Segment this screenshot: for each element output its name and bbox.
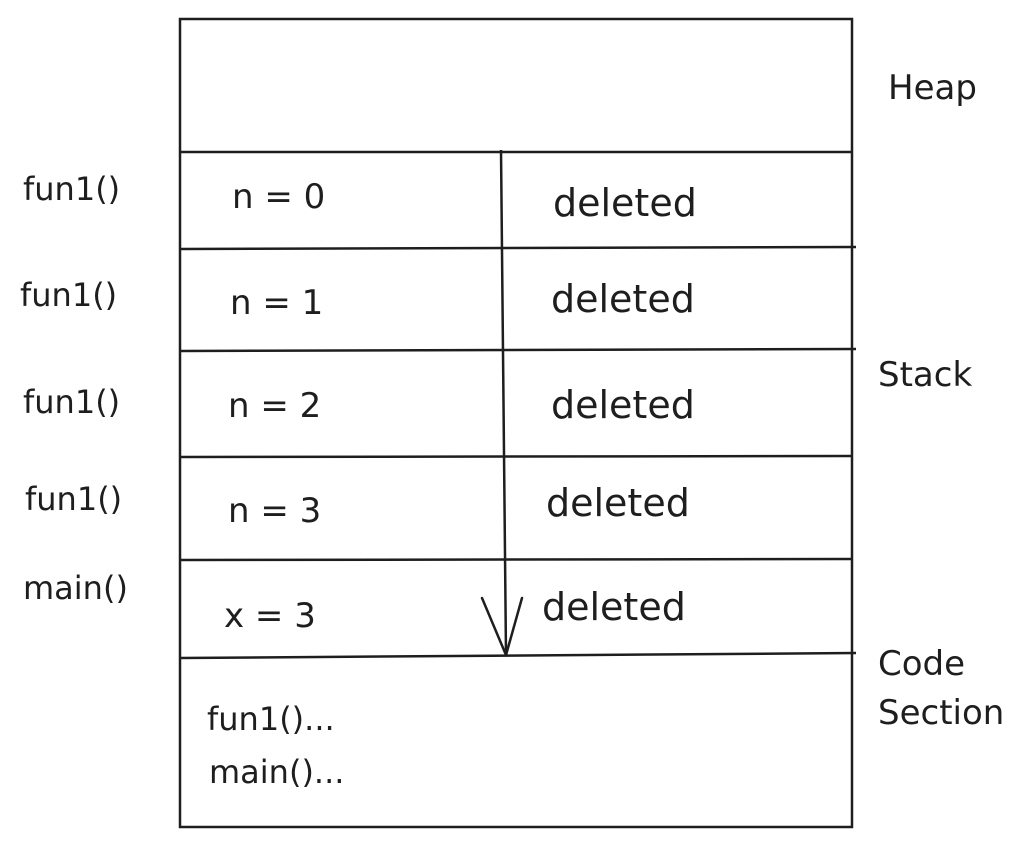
frame-divider bbox=[179, 245, 857, 251]
frame-function-label: fun1() bbox=[25, 480, 122, 518]
frame-divider bbox=[179, 347, 857, 353]
frame-divider bbox=[179, 557, 853, 562]
frame-status: deleted bbox=[551, 277, 695, 321]
section-label: Section bbox=[878, 693, 1004, 733]
memory-outline bbox=[178, 17, 854, 829]
frame-function-label: fun1() bbox=[23, 383, 120, 421]
heap-label: Heap bbox=[888, 68, 977, 108]
stack-label: Stack bbox=[878, 355, 972, 395]
stack-arrow-head bbox=[480, 596, 524, 657]
stack-arrow-shaft bbox=[499, 149, 508, 656]
frame-function-label: fun1() bbox=[20, 276, 117, 314]
frame-status: deleted bbox=[551, 383, 695, 427]
frame-divider bbox=[179, 454, 853, 459]
stack-code-divider bbox=[179, 651, 857, 660]
frame-variable: n = 0 bbox=[232, 177, 325, 217]
frame-function-label: main() bbox=[23, 569, 128, 607]
code-label: Code bbox=[878, 644, 965, 684]
frame-status: deleted bbox=[553, 181, 697, 225]
frame-variable: n = 1 bbox=[230, 283, 323, 323]
frame-status: deleted bbox=[542, 585, 686, 629]
code-line: fun1()... bbox=[207, 700, 335, 738]
frame-function-label: fun1() bbox=[23, 170, 120, 208]
frame-variable: n = 2 bbox=[228, 386, 321, 426]
frame-status: deleted bbox=[546, 481, 690, 525]
frame-variable: n = 3 bbox=[228, 491, 321, 531]
code-line: main()... bbox=[209, 753, 344, 791]
frame-variable: x = 3 bbox=[224, 596, 316, 636]
